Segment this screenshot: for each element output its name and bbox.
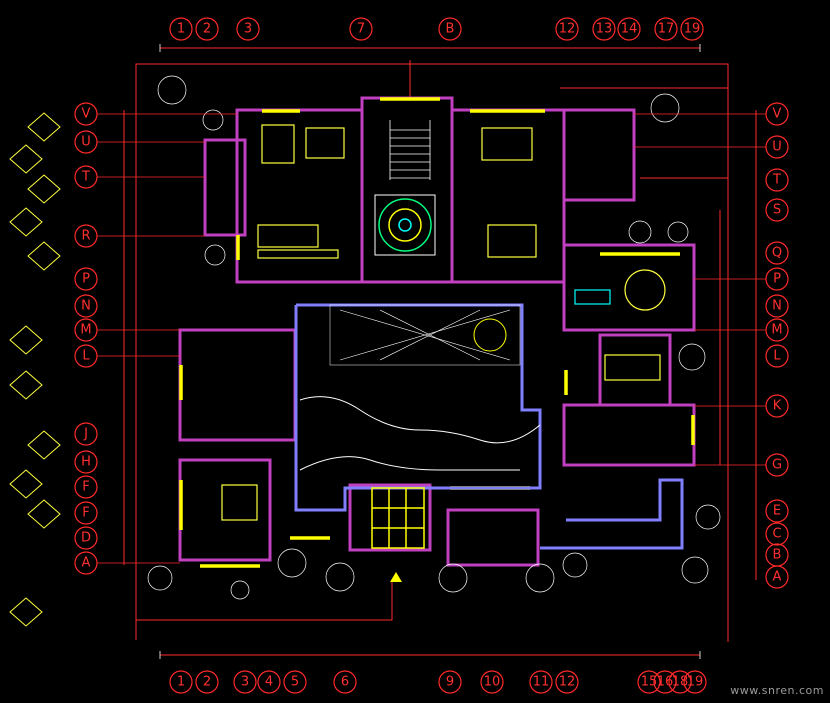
legend-symbols [9, 112, 61, 627]
axis-leaders [97, 113, 766, 564]
axis-label-top: B [446, 22, 455, 37]
landscape-trees [147, 75, 721, 600]
axis-label-top: 12 [559, 22, 576, 37]
building-walls [178, 96, 696, 567]
axis-bubbles-top: 1 2 3 7 B 12 13 14 17 19 [169, 17, 704, 41]
dimension-ticks [159, 44, 701, 659]
axis-label-right: A [773, 570, 782, 585]
axis-label-top: 2 [203, 22, 211, 37]
axis-label-right: S [773, 203, 781, 218]
axis-label-bottom: 6 [341, 675, 349, 690]
axis-label-bottom: 5 [291, 675, 299, 690]
axis-label-left: F [82, 480, 89, 495]
axis-label-bottom: 2 [203, 675, 211, 690]
axis-label-top: 13 [596, 22, 613, 37]
axis-label-left: J [83, 427, 88, 442]
axis-label-left: H [81, 455, 91, 470]
axis-label-top: 3 [244, 22, 252, 37]
axis-label-bottom: 9 [446, 675, 454, 690]
axis-label-left: V [82, 107, 91, 122]
axis-label-right: E [773, 504, 781, 519]
entry-paving [371, 487, 425, 549]
axis-label-bottom: 12 [559, 675, 576, 690]
axis-label-right: P [773, 272, 781, 287]
axis-label-left: U [81, 135, 91, 150]
central-hall-motif [374, 194, 436, 256]
axis-label-right: L [773, 349, 781, 364]
axis-label-top: 7 [357, 22, 365, 37]
axis-label-right: B [773, 548, 782, 563]
axis-label-left: T [81, 170, 90, 185]
axis-label-bottom: 10 [484, 675, 501, 690]
axis-label-right: T [772, 173, 781, 188]
axis-bubbles-right: V U T S Q P N M L K G E C B A [765, 102, 789, 589]
axis-label-top: 1 [177, 22, 185, 37]
furniture [221, 124, 666, 521]
east-terrace [540, 478, 684, 550]
axis-label-bottom: 19 [687, 675, 704, 690]
axis-label-bottom: 15 [641, 675, 658, 690]
dimension-lines [123, 47, 757, 656]
axis-label-right: V [773, 107, 782, 122]
entry-arrow [390, 572, 402, 582]
axis-label-bottom: 11 [533, 675, 550, 690]
axis-label-right: C [772, 527, 781, 542]
axis-label-left: D [81, 531, 91, 546]
main-stair [389, 120, 431, 180]
axis-label-left: N [81, 299, 91, 314]
axis-label-top: 14 [621, 22, 638, 37]
axis-label-top: 17 [658, 22, 675, 37]
axis-label-right: M [771, 323, 782, 338]
axis-label-right: Q [772, 246, 782, 261]
watermark-text: www.snren.com [730, 684, 824, 697]
axis-label-left: L [82, 349, 90, 364]
axis-label-left: F [82, 506, 89, 521]
axis-label-top: 19 [684, 22, 701, 37]
windows [179, 97, 695, 568]
axis-label-left: R [81, 229, 90, 244]
axis-label-right: K [773, 399, 782, 414]
site-boundary [135, 60, 729, 642]
axis-label-right: G [772, 458, 782, 473]
axis-label-bottom: 1 [177, 675, 185, 690]
axis-label-left: A [82, 556, 91, 571]
courtyard [294, 303, 542, 512]
axis-label-bottom: 4 [265, 675, 273, 690]
axis-bubbles-bottom: 1 2 3 4 5 6 9 10 11 12 15 16 18 19 [169, 670, 707, 694]
axis-label-left: M [80, 323, 91, 338]
axis-label-right: N [772, 299, 782, 314]
axis-label-right: U [772, 140, 782, 155]
axis-label-left: P [82, 272, 90, 287]
axis-label-bottom: 3 [241, 675, 249, 690]
